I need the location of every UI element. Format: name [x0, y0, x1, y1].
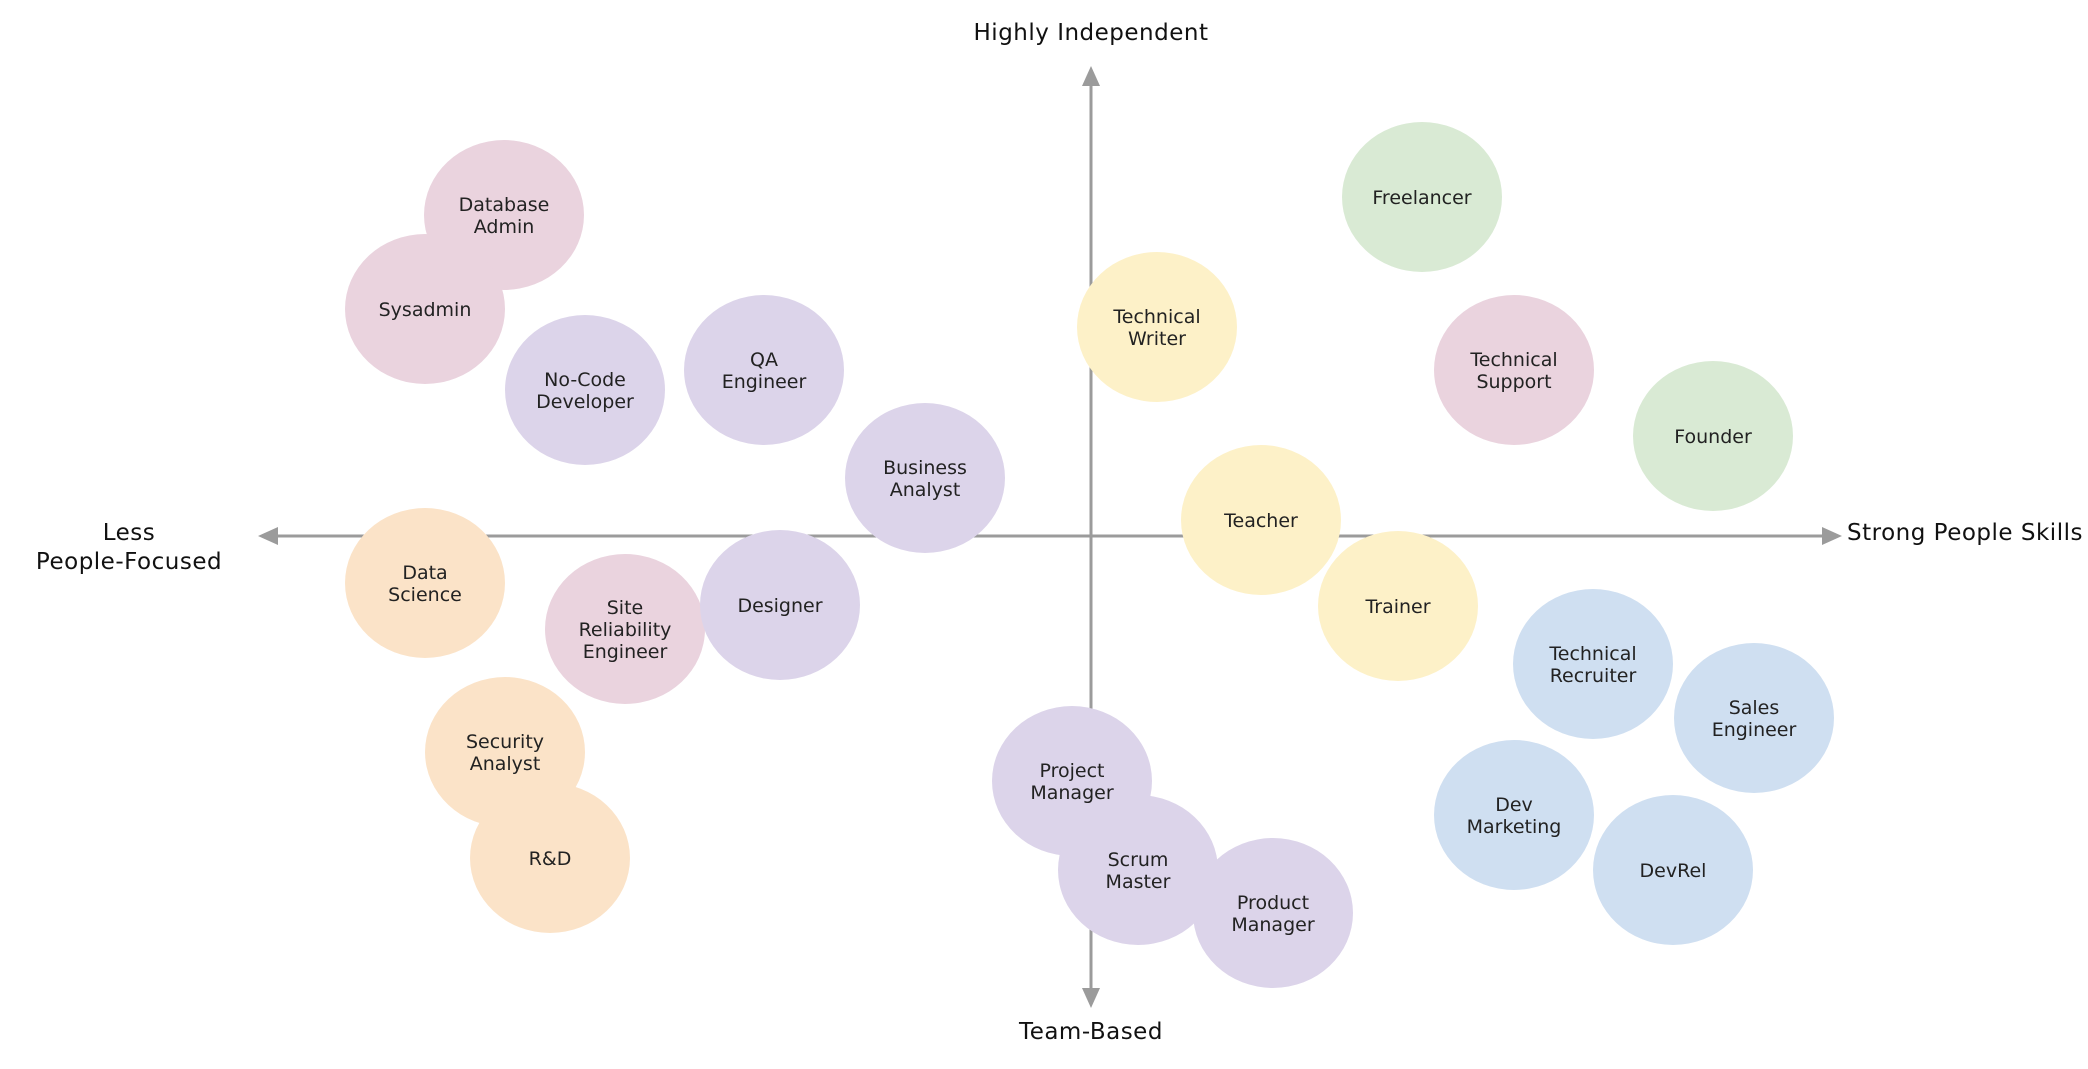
bubble-label: Sales [1729, 697, 1780, 719]
bubble-label: Security [466, 731, 544, 753]
bubble-circle [505, 315, 665, 465]
bubble-circle [1318, 531, 1478, 681]
bubble-devrel: DevRel [1593, 795, 1753, 945]
axis-label-right: Strong People Skills [1847, 520, 2083, 546]
right-arrow-icon [1822, 527, 1842, 545]
bubble-label: QA [750, 349, 778, 371]
bubble-sysadmin: Sysadmin [345, 234, 505, 384]
bubble-label: Technical [1548, 643, 1636, 665]
bubble-label: Freelancer [1372, 187, 1471, 209]
bubble-label: Technical [1112, 306, 1200, 328]
bubble-label: Engineer [583, 641, 668, 663]
bubble-label: Analyst [890, 479, 961, 501]
bubble-circle [470, 783, 630, 933]
bubble-circle [1434, 295, 1594, 445]
bubble-label: Designer [737, 595, 822, 617]
bubble-founder: Founder [1633, 361, 1793, 511]
bubble-label: Recruiter [1550, 665, 1637, 687]
bubble-circle [1593, 795, 1753, 945]
bubble-r-and-d: R&D [470, 783, 630, 933]
bubble-label: Engineer [722, 371, 807, 393]
bubble-label: Site [607, 597, 643, 619]
bubble-circle [1513, 589, 1673, 739]
bubble-circle [1077, 252, 1237, 402]
bubble-label: R&D [529, 848, 572, 870]
bubble-label: Technical [1469, 349, 1557, 371]
bubble-circle [345, 508, 505, 658]
bubble-label: Product [1237, 892, 1309, 914]
bubble-label: Project [1039, 760, 1104, 782]
bubble-circle [700, 530, 860, 680]
bubble-label: Engineer [1712, 719, 1797, 741]
axis-label-bottom: Team-Based [1018, 1019, 1163, 1045]
axis-label-top: Highly Independent [974, 20, 1209, 46]
bubble-circle [545, 554, 705, 704]
bubble-label: Scrum [1108, 849, 1169, 871]
bubble-circle [1193, 838, 1353, 988]
bubble-circle [1181, 445, 1341, 595]
bubble-circle [1674, 643, 1834, 793]
bubble-label: Data [402, 562, 447, 584]
axis-label-left-line-2: People-Focused [36, 549, 222, 575]
bubble-circle [684, 295, 844, 445]
bubble-circle [1633, 361, 1793, 511]
bubble-freelancer: Freelancer [1342, 122, 1502, 272]
bubble-label: Dev [1495, 794, 1533, 816]
bubble-circle [1342, 122, 1502, 272]
bubble-label: Marketing [1467, 816, 1562, 838]
axis-label-left-line-1: Less [103, 520, 156, 546]
bubble-label: Trainer [1364, 596, 1430, 618]
bubble-label: Support [1476, 371, 1551, 393]
bubble-label: Sysadmin [379, 299, 472, 321]
down-arrow-icon [1082, 988, 1100, 1008]
bubble-label: Analyst [470, 753, 541, 775]
bubble-label: Business [883, 457, 967, 479]
bubble-circle [1058, 795, 1218, 945]
bubble-designer: Designer [700, 530, 860, 680]
left-arrow-icon [258, 527, 278, 545]
up-arrow-icon [1082, 66, 1100, 86]
bubble-label: Reliability [579, 619, 672, 641]
bubble-label: Manager [1030, 782, 1113, 804]
bubble-label: Master [1106, 871, 1171, 893]
bubble-label: DevRel [1640, 860, 1707, 882]
bubble-label: Founder [1674, 426, 1752, 448]
bubble-label: Developer [536, 391, 634, 413]
bubble-label: No-Code [544, 369, 626, 391]
bubble-circle [345, 234, 505, 384]
bubbles-layer: DatabaseAdminSysadminNo-CodeDeveloperQAE… [345, 122, 1834, 988]
bubble-label: Teacher [1223, 510, 1298, 532]
bubble-label: Science [388, 584, 462, 606]
bubble-label: Database [459, 194, 550, 216]
bubble-label: Manager [1231, 914, 1314, 936]
bubble-label: Writer [1128, 328, 1186, 350]
bubble-circle [1434, 740, 1594, 890]
bubble-circle [845, 403, 1005, 553]
bubble-teacher: Teacher [1181, 445, 1341, 595]
bubble-label: Admin [474, 216, 535, 238]
bubble-trainer: Trainer [1318, 531, 1478, 681]
